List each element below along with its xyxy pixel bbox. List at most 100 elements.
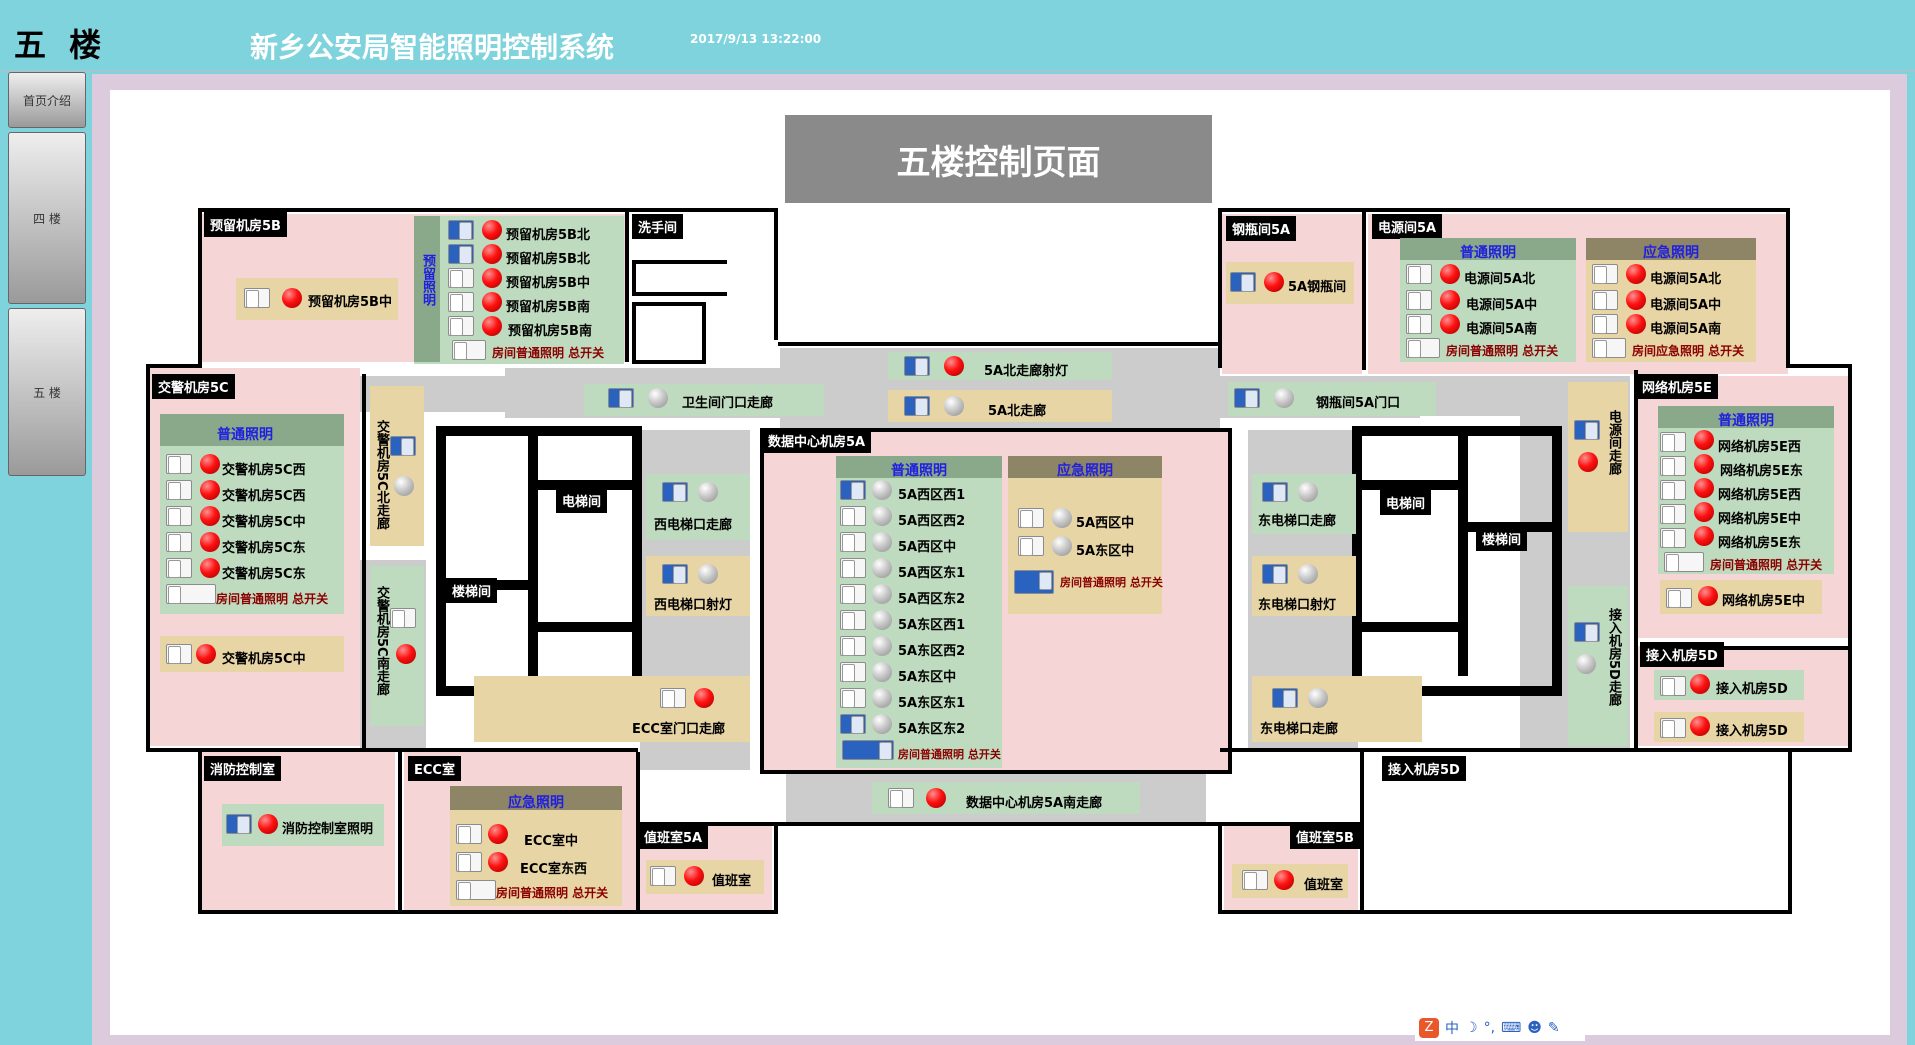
toggle-ecc-e[interactable] [456,852,482,872]
lamp-5d-2 [1690,716,1710,736]
toggle-5e-5[interactable] [1660,528,1686,548]
toggle-5c-e2[interactable] [166,558,192,578]
toggle-5b-c[interactable] [448,268,474,288]
toggle-5b-mid[interactable] [244,288,270,308]
toggle-cyl-door[interactable] [1234,388,1260,408]
toggle-ecc-door[interactable] [660,688,686,708]
toggle-5b-n[interactable] [448,220,474,240]
wall [774,822,778,914]
toggle-wash-door[interactable] [608,388,634,408]
toggle-5d-2[interactable] [1660,718,1686,738]
toggle-dc-9[interactable] [840,688,866,708]
toggle-n-corr[interactable] [904,356,930,376]
toggle-5c-ncorr[interactable] [390,436,416,456]
toggle-ecc-c[interactable] [456,824,482,844]
ime-toolbar[interactable]: Z 中 ☽ °, ⌨ ☻ ✎ [1415,1015,1585,1041]
toggle-w-elev-corr[interactable] [662,482,688,502]
toggle-n-corr2[interactable] [904,396,930,416]
lamp-5e-5 [1694,526,1714,546]
master-toggle-dc[interactable] [842,740,894,760]
toggle-pwr-n2[interactable] [1406,290,1432,310]
label-pwr-n3: 电源间5A南 [1466,322,1538,337]
master-label-5b: 房间普通照明 总开关 [492,346,605,360]
toggle-5b-s[interactable] [448,292,474,312]
master-toggle-5e[interactable] [1664,552,1704,572]
toggle-pwr-e1[interactable] [1592,264,1618,284]
toggle-dc-2[interactable] [840,506,866,526]
nav-floor4-button[interactable]: 四 楼 [8,132,86,304]
toggle-fire[interactable] [226,814,252,834]
toggle-dc-10[interactable] [840,714,866,734]
punct-icon[interactable]: °, [1483,1020,1496,1036]
label-n-corr2: 5A北走廊 [988,404,1047,419]
master-toggle-pwr-e[interactable] [1592,338,1626,358]
toggle-w-elev-spot[interactable] [662,564,688,584]
moon-icon[interactable]: ☽ [1465,1020,1478,1036]
user-icon[interactable]: ☻ [1527,1020,1542,1036]
room-label-elev-e: 电梯间 [1380,490,1432,515]
keyboard-icon[interactable]: ⌨ [1501,1020,1522,1036]
toggle-5b-s2[interactable] [448,316,474,336]
nav-home-button[interactable]: 首页介绍 [8,72,86,128]
toggle-5e-1[interactable] [1660,432,1686,452]
label-w-elev-corr: 西电梯口走廊 [654,518,733,533]
toggle-dc-1[interactable] [840,480,866,500]
lamp-pwr-n3 [1440,314,1460,334]
toggle-dc-3[interactable] [840,532,866,552]
room-label-pwr: 电源间5A [1372,214,1443,239]
toggle-pwr-n1[interactable] [1406,264,1432,284]
toggle-5d-1[interactable] [1660,676,1686,696]
toggle-duty5b[interactable] [1242,870,1268,890]
lamp-e-elev-corr2 [1308,688,1328,708]
toggle-5b-n2[interactable] [448,244,474,264]
toggle-dc-4[interactable] [840,558,866,578]
toggle-dc-8[interactable] [840,662,866,682]
lamp-n-corr2 [944,396,964,416]
toggle-5c-w2[interactable] [166,480,192,500]
toggle-5c-scorr[interactable] [390,608,416,628]
toggle-pwr-corr[interactable] [1574,420,1600,440]
toggle-e-elev-corr[interactable] [1262,482,1288,502]
toggle-5e-3[interactable] [1660,480,1686,500]
ecc-emerg-title: 应急照明 [508,795,564,811]
master-toggle-dc-e[interactable] [1014,570,1054,594]
toggle-e-elev-spot[interactable] [1262,564,1288,584]
wrench-icon[interactable]: ✎ [1547,1020,1560,1036]
toggle-5c-w1[interactable] [166,454,192,474]
label-5e-2: 网络机房5E东 [1720,464,1803,479]
toggle-acc-corr[interactable] [1574,622,1600,642]
lamp-ecc-door [694,688,714,708]
toggle-dc-scorr[interactable] [888,788,914,808]
wall [632,302,706,364]
toggle-5e-2[interactable] [1660,456,1686,476]
toggle-cyl[interactable] [1230,272,1256,292]
master-toggle-pwr-n[interactable] [1406,338,1440,358]
panel-5e-normal [1658,406,1834,574]
toggle-dc-e2[interactable] [1018,536,1044,556]
toggle-pwr-e2[interactable] [1592,290,1618,310]
label-5b-s: 预留机房5B南 [506,300,590,315]
master-label-pwr-e: 房间应急照明 总开关 [1632,344,1745,358]
ime-lang[interactable]: 中 [1445,1021,1459,1037]
toggle-5e-mid[interactable] [1666,588,1692,608]
toggle-pwr-e3[interactable] [1592,314,1618,334]
lamp-dc-10 [872,714,892,734]
toggle-e-elev-corr2[interactable] [1272,688,1298,708]
toggle-5c-mid[interactable] [166,644,192,664]
master-toggle-ecc[interactable] [456,880,496,900]
master-toggle-5b[interactable] [452,340,486,360]
lamp-cyl [1264,272,1284,292]
toggle-dc-e1[interactable] [1018,508,1044,528]
toggle-dc-6[interactable] [840,610,866,630]
nav-floor5-button[interactable]: 五 楼 [8,308,86,476]
toggle-dc-5[interactable] [840,584,866,604]
toggle-dc-7[interactable] [840,636,866,656]
lamp-pwr-corr [1578,452,1598,472]
toggle-5c-c[interactable] [166,506,192,526]
toggle-duty5a[interactable] [650,866,676,886]
dc-emerg-header [1008,456,1162,478]
toggle-pwr-n3[interactable] [1406,314,1432,334]
toggle-5e-4[interactable] [1660,504,1686,524]
toggle-5c-e1[interactable] [166,532,192,552]
master-toggle-5c[interactable] [166,584,216,604]
